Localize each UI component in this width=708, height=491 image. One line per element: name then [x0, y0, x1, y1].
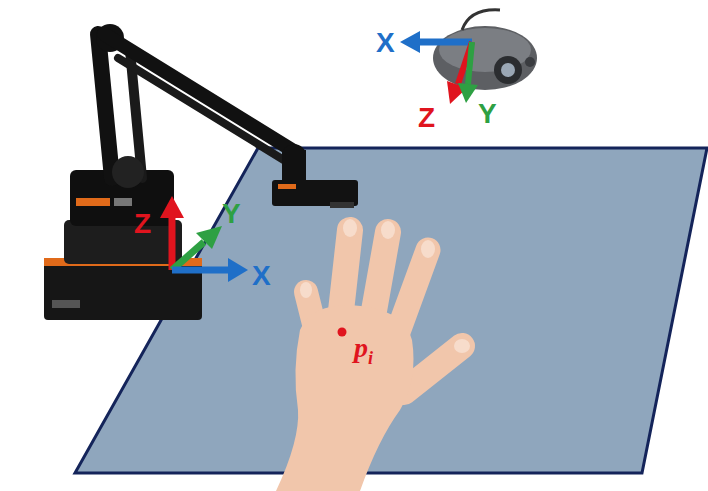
point-label: p	[354, 334, 368, 362]
axis-label: Y	[222, 200, 241, 228]
axis-label: X	[252, 262, 271, 290]
camera	[433, 10, 537, 90]
axis-label: Z	[134, 210, 151, 238]
axis-label: Y	[478, 100, 497, 128]
hand	[276, 219, 470, 491]
point-subscript: i	[368, 349, 373, 367]
robot-arm	[44, 24, 358, 320]
robot-frame-axes	[160, 196, 248, 282]
axis-label: Z	[418, 104, 435, 132]
point-marker	[338, 328, 347, 337]
axis-label: X	[376, 29, 395, 57]
camera-frame-axes	[400, 31, 478, 104]
